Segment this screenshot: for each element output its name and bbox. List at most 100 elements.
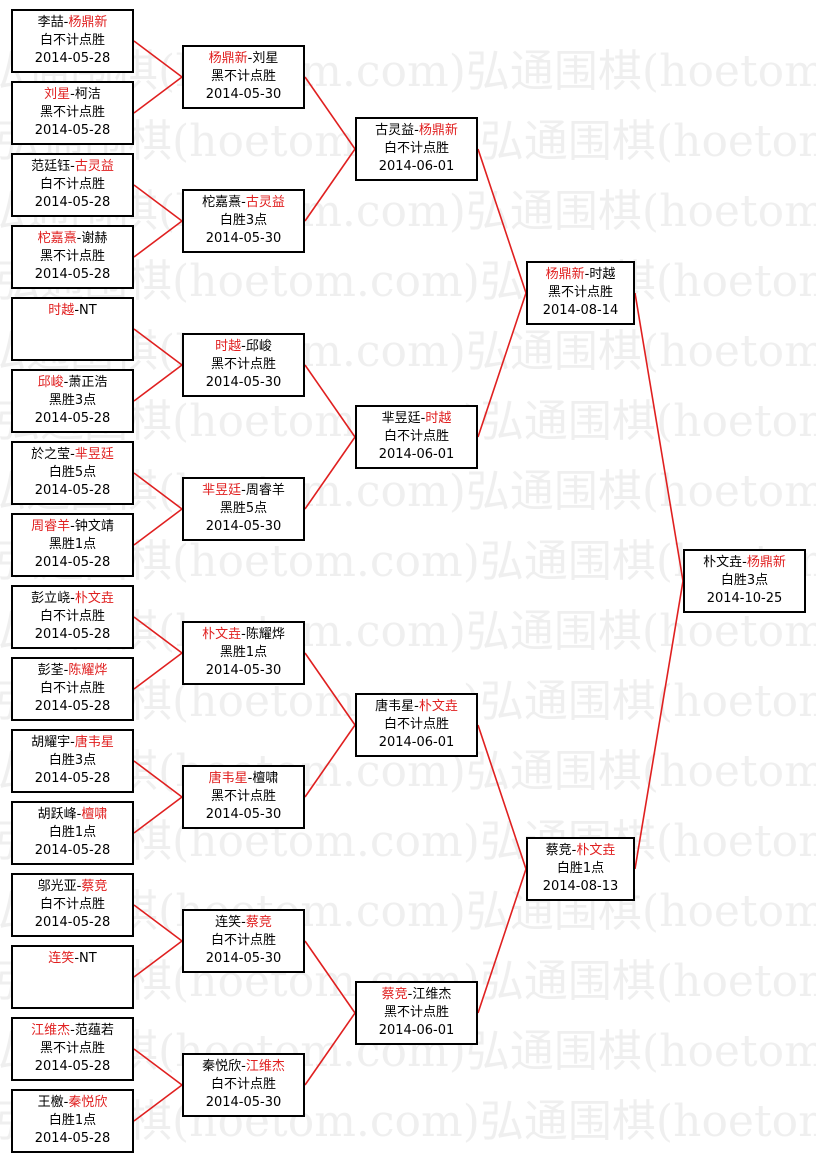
player-separator: - — [420, 411, 426, 426]
black-player: 於之莹 — [31, 447, 71, 462]
player-separator: - — [70, 87, 75, 102]
player-separator: - — [407, 987, 413, 1002]
white-player: 萧正浩 — [68, 375, 108, 390]
match-players: 江维杰-范蕴若 — [13, 1022, 132, 1040]
match-result: 黑胜3点 — [48, 393, 97, 408]
white-player: 柯洁 — [74, 87, 101, 102]
player-separator: - — [414, 123, 419, 138]
white-player: 范蕴若 — [74, 1023, 114, 1038]
player-separator: - — [584, 267, 590, 282]
black-player: 江维杰 — [31, 1023, 71, 1038]
black-player: 时越 — [48, 303, 75, 318]
bracket-connector — [634, 292, 684, 582]
match-players: 柁嘉熹-古灵益 — [184, 194, 303, 212]
match-players: 周睿羊-钟文靖 — [13, 518, 132, 536]
player-separator: - — [241, 915, 246, 930]
player-separator: - — [76, 231, 82, 246]
white-player: 陈耀烨 — [68, 663, 108, 678]
black-player: 时越 — [215, 339, 242, 354]
white-player: 杨鼎新 — [746, 555, 786, 570]
match-result: 黑不计点胜 — [210, 789, 276, 804]
white-player: 蔡竞 — [245, 915, 272, 930]
match-date: 2014-05-28 — [34, 411, 111, 426]
player-separator: - — [74, 951, 80, 966]
match-date: 2014-05-28 — [34, 195, 111, 210]
player-separator: - — [70, 447, 75, 462]
match-date: 2014-05-28 — [34, 771, 111, 786]
match-date: 2014-06-01 — [378, 1023, 455, 1038]
black-player: 古灵益 — [375, 123, 415, 138]
match-date: 2014-05-28 — [34, 915, 111, 930]
match-result: 白不计点胜 — [39, 897, 105, 912]
bracket-connector — [304, 76, 356, 150]
bracket-connector — [477, 292, 527, 438]
match-date: 2014-08-13 — [542, 879, 619, 894]
match-date: 2014-05-30 — [205, 951, 282, 966]
match-result: 白胜5点 — [48, 465, 97, 480]
bracket-connector — [304, 652, 356, 726]
match-result: 白不计点胜 — [39, 681, 105, 696]
match-players: 时越-NT — [13, 302, 132, 320]
bracket-connector — [304, 1012, 356, 1086]
match-players: 彭荃-陈耀烨 — [13, 662, 132, 680]
match-players: 芈昱廷-周睿羊 — [184, 482, 303, 500]
player-separator: - — [70, 591, 75, 606]
white-player: 朴文垚 — [576, 843, 616, 858]
match-result: 白不计点胜 — [39, 33, 105, 48]
match-date — [13, 986, 132, 1004]
match-date: 2014-05-30 — [205, 231, 282, 246]
black-player: 彭荃 — [37, 663, 64, 678]
white-player: 杨鼎新 — [418, 123, 458, 138]
match-result: 黑不计点胜 — [39, 249, 105, 264]
white-player: 朴文垚 — [74, 591, 114, 606]
bracket-connector — [304, 724, 356, 798]
white-player: 蔡竞 — [81, 879, 108, 894]
match-result: 黑不计点胜 — [39, 1041, 105, 1056]
match-result: 白胜1点 — [556, 861, 605, 876]
white-player: NT — [79, 951, 97, 966]
match-result: 白胜3点 — [48, 753, 97, 768]
black-player: 邱峻 — [37, 375, 64, 390]
player-separator: - — [247, 771, 253, 786]
match-players: 邬光亚-蔡竞 — [13, 878, 132, 896]
match-result — [13, 968, 132, 986]
bracket-connector — [133, 904, 183, 942]
match-box: 连笑-NT — [11, 945, 134, 1009]
match-players: 王檄-秦悦欣 — [13, 1094, 132, 1112]
player-separator: - — [70, 519, 75, 534]
white-player: 秦悦欣 — [68, 1095, 108, 1110]
match-players: 朴文垚-杨鼎新 — [685, 554, 804, 572]
white-player: NT — [79, 303, 97, 318]
match-result: 白胜3点 — [219, 213, 268, 228]
bracket-connector — [133, 940, 183, 978]
player-separator: - — [63, 1095, 69, 1110]
white-player: 古灵益 — [74, 159, 114, 174]
match-players: 杨鼎新-时越 — [528, 266, 633, 284]
match-date: 2014-06-01 — [378, 447, 455, 462]
bracket-connector — [304, 364, 356, 438]
match-players: 李喆-杨鼎新 — [13, 14, 132, 32]
white-player: 檀啸 — [81, 807, 108, 822]
black-player: 周睿羊 — [31, 519, 71, 534]
black-player: 彭立峣 — [31, 591, 71, 606]
match-result: 黑不计点胜 — [210, 357, 276, 372]
match-date: 2014-05-30 — [205, 87, 282, 102]
match-date: 2014-05-28 — [34, 627, 111, 642]
match-players: 唐韦星-檀啸 — [184, 770, 303, 788]
match-players: 胡耀宇-唐韦星 — [13, 734, 132, 752]
match-box: 时越-NT — [11, 297, 134, 361]
